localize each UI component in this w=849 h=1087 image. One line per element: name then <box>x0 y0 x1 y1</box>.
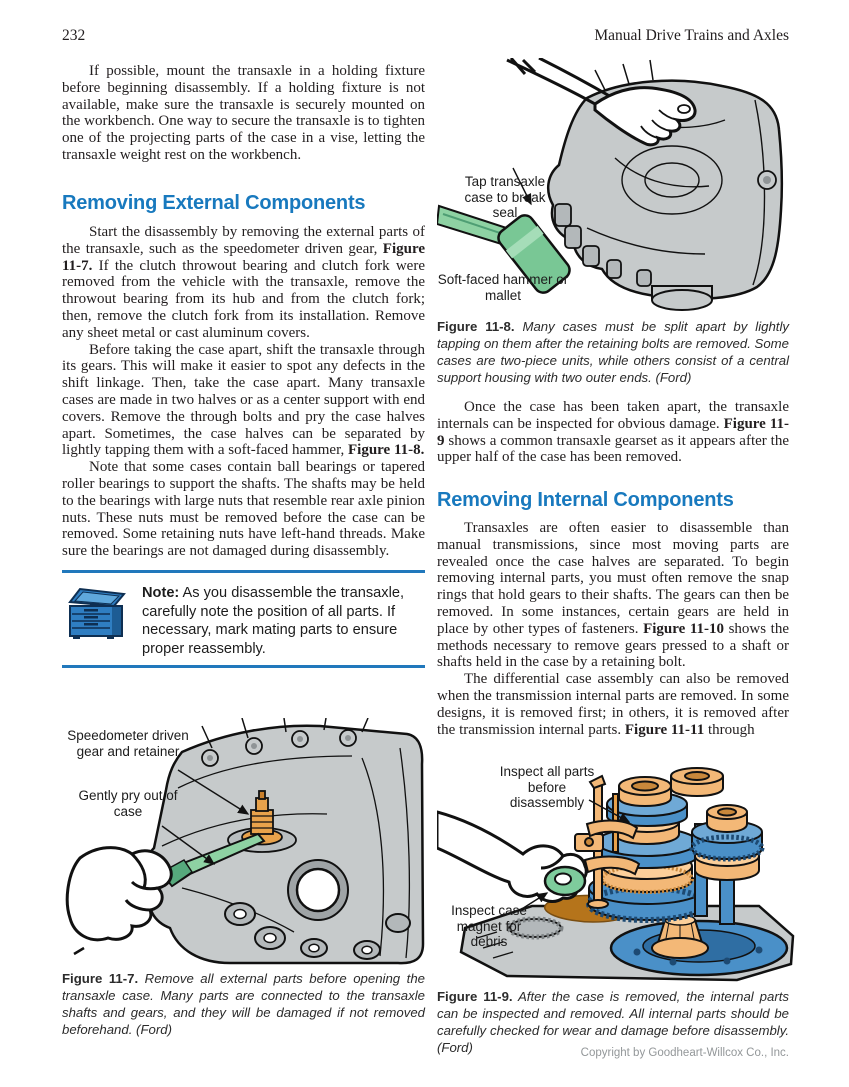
section-heading-internal: Removing Internal Components <box>437 489 734 511</box>
intro-paragraph-block: If possible, mount the transaxle in a ho… <box>62 63 425 164</box>
transaxle-end-cover-illustration <box>65 718 425 965</box>
transaxle-gearset-illustration <box>437 767 795 982</box>
paragraph: Once the case has been taken apart, the … <box>437 399 790 466</box>
note-box: Note: As you disassemble the transaxle, … <box>62 570 425 668</box>
leader-arrow-gear <box>177 769 250 815</box>
paragraph: If possible, mount the transaxle in a ho… <box>62 63 425 163</box>
leader-arrow-magnet <box>516 892 549 913</box>
page-number: 232 <box>62 27 86 44</box>
leader-arrow-tap <box>512 167 532 206</box>
figure-11-9: Inspect all parts before disassembly Ins… <box>437 760 795 985</box>
figure-label-case-magnet: Inspect case magnet for debris <box>451 903 527 949</box>
running-head-title: Manual Drive Trains and Axles <box>594 27 789 44</box>
external-components-text: Start the disassembly by removing the ex… <box>62 224 425 560</box>
figure-11-9-caption: Figure 11-9. After the case is removed, … <box>437 989 789 1055</box>
leader-arrow-inspect <box>588 799 631 823</box>
copyright-line: Copyright by Goodheart-Willcox Co., Inc. <box>580 1047 789 1059</box>
figure-label-speedometer-gear: Speedometer driven gear and retainer <box>67 728 189 759</box>
paragraph: Before taking the case apart, shift the … <box>62 341 425 459</box>
paragraph: Note that some cases contain ball bearin… <box>62 459 425 560</box>
figure-label-soft-hammer: Soft-faced hammer or mallet <box>437 272 569 303</box>
figure-11-7-caption: Figure 11-7. Remove all external parts b… <box>62 971 425 1037</box>
paragraph: Transaxles are often easier to disassemb… <box>437 520 789 671</box>
figure-label-inspect-parts: Inspect all parts before disassembly <box>499 764 595 810</box>
leader-arrow-pry <box>161 825 216 865</box>
toolbox-icon <box>64 586 128 645</box>
figure-11-8-caption: Figure 11-8. Many cases must be split ap… <box>437 319 789 385</box>
paragraph: The differential case assembly can also … <box>437 671 789 738</box>
figure-label-tap-case: Tap transaxle case to break seal <box>464 174 546 220</box>
case-apart-paragraph: Once the case has been taken apart, the … <box>437 399 789 466</box>
internal-components-text: Transaxles are often easier to disassemb… <box>437 520 789 738</box>
figure-11-8: Tap transaxle case to break seal Soft-fa… <box>437 58 789 314</box>
transaxle-case-tapping-illustration <box>437 58 784 311</box>
figure-label-gently-pry: Gently pry out of case <box>78 788 178 819</box>
section-heading-external: Removing External Components <box>62 192 366 214</box>
note-text: Note: As you disassemble the transaxle, … <box>142 585 404 657</box>
paragraph: Start the disassembly by removing the ex… <box>62 224 425 341</box>
figure-11-7: Speedometer driven gear and retainer Gen… <box>62 718 425 966</box>
